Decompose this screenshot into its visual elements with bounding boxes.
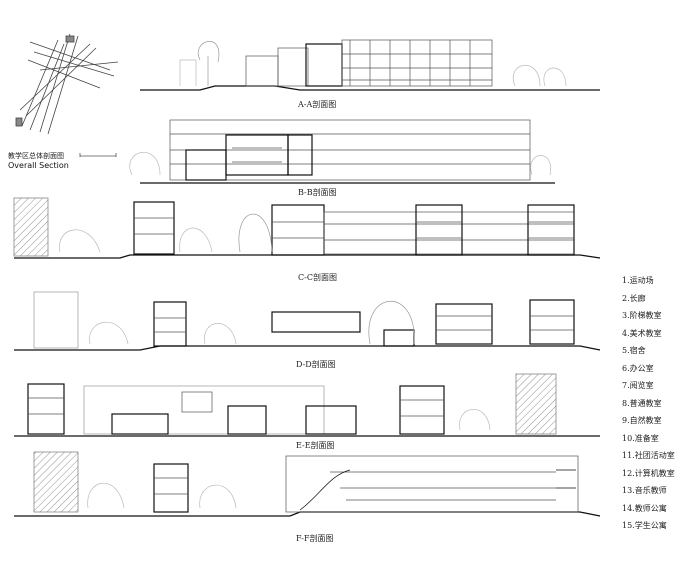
section-label-e-e: E-E剖面图 xyxy=(296,441,335,450)
legend-item: 2.长廊 xyxy=(622,293,646,303)
key-plan-title-en: Overall Section xyxy=(8,161,69,170)
section-label-a-a: A-A剖面图 xyxy=(298,100,337,109)
key-plan-scale-bar xyxy=(79,153,117,157)
section-d-d xyxy=(14,291,601,351)
legend-item: 5.宿舍 xyxy=(622,346,646,355)
legend-item: 13.音乐教师 xyxy=(622,486,667,495)
key-plan-title-cn: 教学区总体剖面图 xyxy=(8,152,64,160)
legend-item: 12.计算机教室 xyxy=(622,468,675,478)
legend-item: 7.阅览室 xyxy=(622,381,654,390)
room-legend: 1.运动场 2.长廊 3.阶梯教室 4.美术教室 5.宿舍 6.办公室 7.阅览… xyxy=(622,272,675,535)
section-label-f-f: F-F剖面图 xyxy=(296,534,334,543)
section-b-b xyxy=(129,119,555,184)
section-f-f xyxy=(14,451,601,517)
key-plan-title: 教学区总体剖面图 Overall Section xyxy=(8,152,69,170)
section-a-a xyxy=(140,39,600,91)
legend-item: 9.自然教室 xyxy=(622,416,662,425)
legend-item: 15.学生公寓 xyxy=(622,521,667,530)
legend-item: 14.教师公寓 xyxy=(622,503,667,513)
legend-item: 6.办公室 xyxy=(622,363,654,373)
legend-item: 11.社团活动室 xyxy=(622,451,675,460)
section-label-d-d: D-D剖面图 xyxy=(296,360,336,369)
section-c-c xyxy=(13,197,601,259)
legend-item: 4.美术教室 xyxy=(622,328,662,338)
section-label-b-b: B-B剖面图 xyxy=(298,188,337,197)
legend-item: 8.普通教室 xyxy=(622,398,662,408)
legend-item: 1.运动场 xyxy=(622,276,654,285)
section-label-c-c: C-C剖面图 xyxy=(298,273,337,282)
key-plan xyxy=(15,33,119,135)
legend-item: 10.准备室 xyxy=(622,433,659,443)
legend-item: 3.阶梯教室 xyxy=(622,311,662,320)
section-e-e xyxy=(14,373,600,437)
